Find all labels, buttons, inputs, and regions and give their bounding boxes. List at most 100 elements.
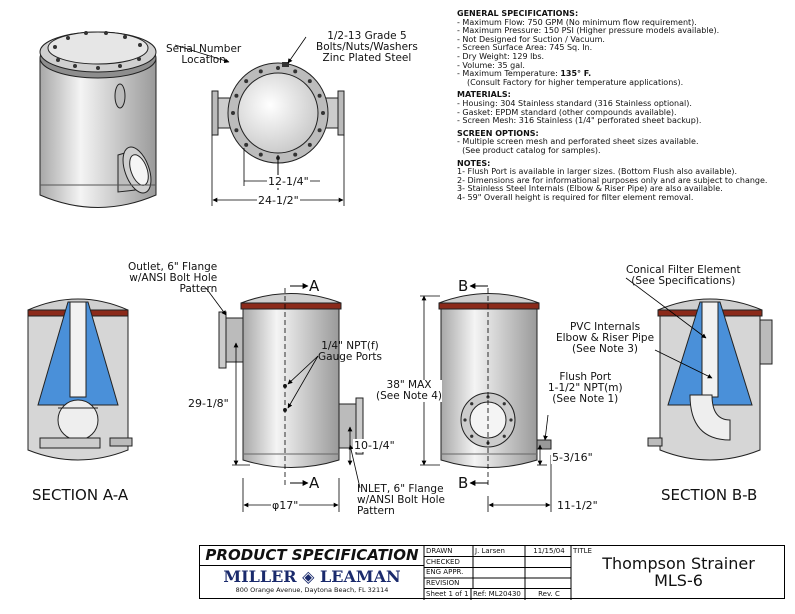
drawing-title-line-2: MLS-6 bbox=[654, 571, 703, 590]
drawn-by: J. Larsen bbox=[475, 547, 505, 555]
bolt-icon bbox=[470, 434, 474, 438]
materials-heading: MATERIALS: bbox=[457, 90, 511, 100]
serial-number-line-2: Location bbox=[181, 54, 226, 66]
bolts-callout: 1/2-13 Grade 5 Bolts/Nuts/Washers Zinc P… bbox=[316, 31, 418, 64]
notes: NOTES: 1- Flush Port is available in lar… bbox=[457, 158, 792, 203]
drawn-date: 11/15/04 bbox=[533, 547, 565, 555]
conical-element-callout: Conical Filter Element (See Specificatio… bbox=[626, 265, 741, 287]
max-temp-line: - Maximum Temperature: 135° F. bbox=[457, 69, 792, 79]
flush-port-line-1: Flush Port bbox=[559, 371, 612, 383]
bolt-icon bbox=[258, 69, 263, 74]
spec-line: - Maximum Flow: 750 GPM (No minimum flow… bbox=[457, 17, 697, 27]
bolt-icon bbox=[234, 93, 239, 98]
bolt-icon bbox=[231, 111, 235, 115]
outlet-line-2: w/ANSI Bolt Hole bbox=[129, 272, 218, 284]
bolt-icon bbox=[317, 128, 322, 133]
section-b-b-title: SECTION B-B bbox=[661, 486, 758, 504]
dimension-29-1-8: 29-1/8" bbox=[187, 397, 230, 410]
notes-heading: NOTES: bbox=[457, 158, 491, 168]
specifications-panel: GENERAL SPECIFICATIONS: - Maximum Flow: … bbox=[457, 9, 792, 206]
company-logo: MILLER ◈ LEAMAN bbox=[223, 567, 401, 586]
inlet-callout: INLET, 6" Flange w/ANSI Bolt Hole Patter… bbox=[357, 484, 445, 517]
bolt-icon bbox=[244, 142, 249, 147]
section-letter-b-bottom: B bbox=[458, 474, 469, 492]
bolt-icon bbox=[502, 402, 506, 406]
bolt-icon bbox=[276, 66, 280, 70]
material-line: - Screen Mesh: 316 Stainless (1/4" perfo… bbox=[457, 116, 702, 126]
material-line: - Housing: 304 Stainless standard (316 S… bbox=[457, 98, 692, 108]
gauge-ports-callout: 1/4" NPT(f) Gauge Ports bbox=[318, 341, 382, 363]
spec-line: - Screen Surface Area: 745 Sq. In. bbox=[457, 43, 593, 53]
gauge-ports-line-2: Gauge Ports bbox=[318, 351, 382, 363]
product-specification-heading: PRODUCT SPECIFICATION bbox=[200, 546, 424, 566]
bolt-icon bbox=[258, 152, 263, 157]
screen-options-heading: SCREEN OPTIONS: bbox=[457, 128, 539, 138]
note-line: 3- Stainless Steel Internals (Elbow & Ri… bbox=[457, 184, 723, 194]
screen-options: SCREEN OPTIONS: - Multiple screen mesh a… bbox=[457, 128, 792, 156]
serial-number-line-1: Serial Number bbox=[166, 43, 242, 55]
dimension-24-1-2: 24-1/2" bbox=[257, 194, 300, 207]
screen-line: - Multiple screen mesh and perforated sh… bbox=[457, 137, 699, 147]
spec-line: - Dry Weight: 129 lbs. bbox=[457, 51, 545, 61]
front-view bbox=[218, 288, 364, 488]
bolts-line-3: Zinc Plated Steel bbox=[322, 52, 412, 64]
bolt-icon bbox=[293, 152, 298, 157]
section-letter-a-bottom: A bbox=[309, 474, 320, 492]
section-a-a-view bbox=[27, 298, 133, 461]
pvc-internals-line-1: PVC Internals bbox=[569, 321, 641, 333]
conical-element-line-1: Conical Filter Element bbox=[626, 264, 741, 276]
screen-line: (See product catalog for samples). bbox=[457, 145, 601, 155]
overall-height-line-2: (See Note 4) bbox=[376, 390, 442, 402]
outlet-line-3: Pattern bbox=[179, 283, 218, 295]
drawing-title-line-1: Thompson Strainer bbox=[602, 554, 755, 573]
section-b-b-view bbox=[647, 298, 773, 461]
title-block: PRODUCT SPECIFICATION MILLER ◈ LEAMAN 80… bbox=[199, 545, 786, 600]
pvc-internals-line-3: (See Note 3) bbox=[572, 343, 639, 355]
revision-label: REVISION bbox=[426, 579, 460, 587]
overall-height-line-1: 38" MAX bbox=[386, 379, 432, 391]
section-letter-b-top: B bbox=[458, 277, 469, 295]
flush-port-line-3: (See Note 1) bbox=[552, 393, 619, 405]
drawing-title: Thompson Strainer MLS-6 bbox=[571, 555, 786, 589]
spec-line: - Volume: 35 gal. bbox=[457, 60, 525, 70]
inlet-line-1: INLET, 6" Flange bbox=[357, 483, 444, 495]
overall-height-callout: 38" MAX (See Note 4) bbox=[376, 380, 442, 402]
inlet-line-3: Pattern bbox=[357, 505, 395, 517]
dimension-10-1-4: 10-1/4" bbox=[353, 439, 396, 452]
lower-dimensions bbox=[205, 277, 713, 512]
gauge-ports-line-1: 1/4" NPT(f) bbox=[321, 340, 379, 352]
max-temp-label: - Maximum Temperature: bbox=[457, 69, 561, 79]
section-a-a-title: SECTION A-A bbox=[32, 486, 129, 504]
dimension-12-1-4: 12-1/4" bbox=[267, 175, 310, 188]
top-view bbox=[211, 62, 345, 190]
inlet-line-2: w/ANSI Bolt Hole bbox=[357, 494, 445, 506]
bolt-icon bbox=[463, 418, 467, 422]
title-block-grid bbox=[423, 546, 572, 600]
eng-appr-label: ENG APPR. bbox=[426, 568, 464, 576]
section-letter-a-top: A bbox=[309, 277, 320, 295]
bolt-icon bbox=[502, 434, 506, 438]
bolts-line-2: Bolts/Nuts/Washers bbox=[316, 41, 418, 53]
title-label: TITLE bbox=[573, 547, 592, 555]
conical-element-line-2: (See Specifications) bbox=[631, 275, 736, 287]
checked-label: CHECKED bbox=[426, 558, 460, 566]
flush-port-line-2: 1-1/2" NPT(m) bbox=[548, 382, 623, 394]
revision-value: Rev. C bbox=[538, 590, 560, 598]
spec-line: - Maximum Pressure: 150 PSI (Higher pres… bbox=[457, 26, 720, 36]
bolts-line-1: 1/2-13 Grade 5 bbox=[327, 30, 407, 42]
material-line: - Gasket: EPDM standard (other compounds… bbox=[457, 107, 677, 117]
note-line: 2- Dimensions are for informational purp… bbox=[457, 175, 768, 185]
reference-number: Ref: ML20430 bbox=[473, 590, 521, 598]
pvc-internals-callout: PVC Internals Elbow & Riser Pipe (See No… bbox=[556, 322, 654, 355]
bolt-icon bbox=[509, 418, 513, 422]
iso-view bbox=[39, 31, 157, 208]
bolt-icon bbox=[307, 79, 312, 84]
dimension-11-1-2: 11-1/2" bbox=[556, 499, 599, 512]
sheet-number: Sheet 1 of 1 bbox=[426, 590, 469, 598]
max-temp-value: 135° F. bbox=[560, 69, 592, 79]
drawn-label: DRAWN bbox=[426, 547, 453, 555]
serial-number-callout: Serial Number Location bbox=[166, 44, 241, 66]
temp-note: (Consult Factory for higher temperature … bbox=[467, 77, 684, 87]
